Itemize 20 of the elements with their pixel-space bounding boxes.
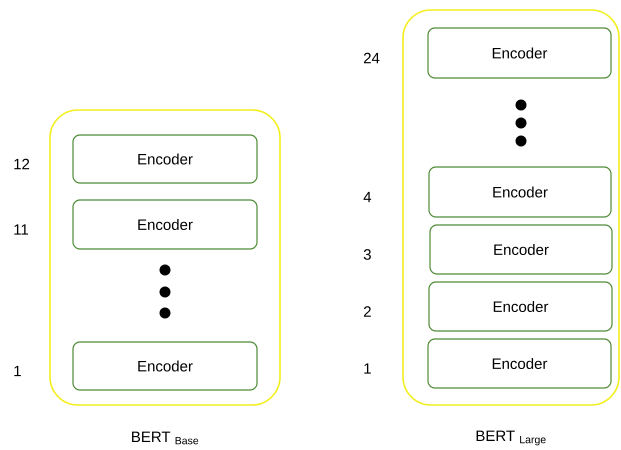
model-caption: BERT $_{Base}$ [132, 432, 198, 444]
model-container [49, 109, 281, 406]
encoder-box: Encoder [428, 281, 613, 332]
encoder-box: Encoder [429, 224, 613, 275]
layer-number: 11 [14, 224, 28, 235]
encoder-box: Encoder [427, 27, 612, 79]
encoder-box: Encoder [72, 341, 258, 391]
layer-number: 12 [14, 158, 30, 170]
layer-number: 1 [364, 363, 371, 374]
layer-number: 3 [364, 249, 371, 260]
layer-number: 4 [364, 192, 372, 202]
model-container [402, 9, 620, 406]
layer-number: 2 [364, 306, 371, 317]
encoder-box: Encoder [427, 338, 612, 389]
encoder-box: Encoder [428, 166, 612, 218]
model-caption: BERT $_{Large}$ [476, 430, 546, 446]
encoder-box: Encoder [72, 199, 258, 250]
layer-number: 24 [364, 52, 380, 64]
encoder-box: Encoder [72, 134, 258, 184]
layer-number: 1 [14, 366, 21, 376]
